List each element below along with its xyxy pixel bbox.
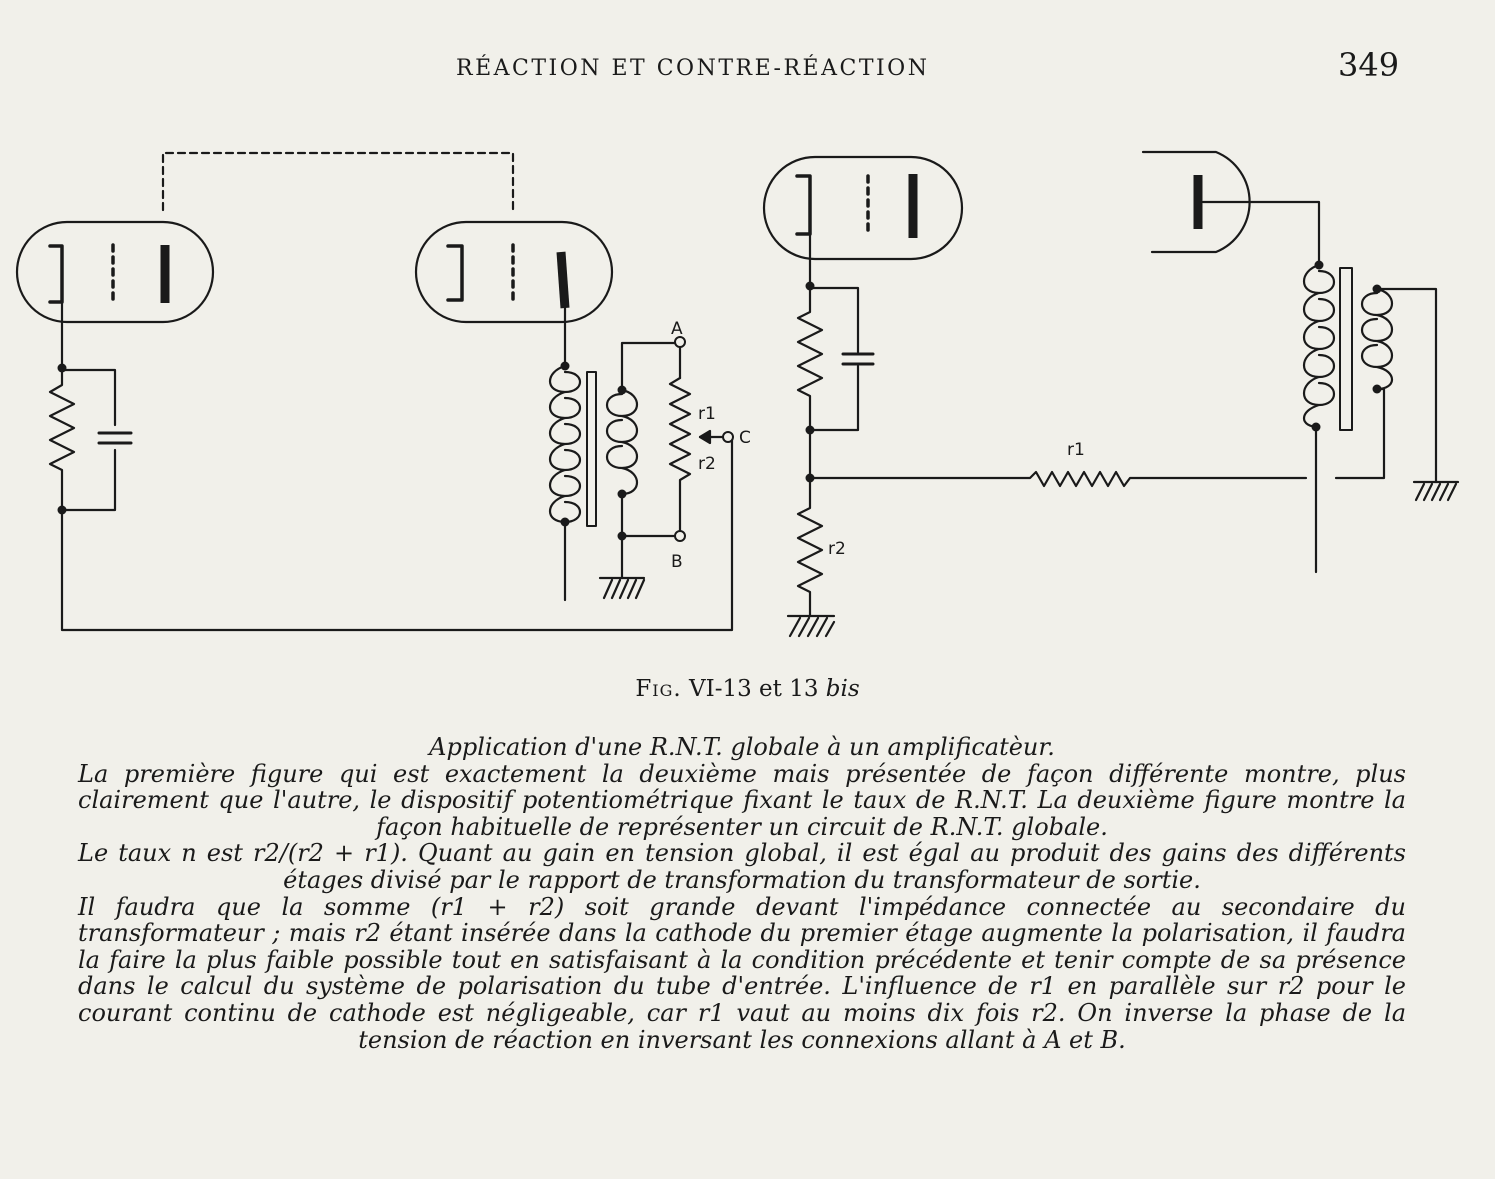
- cathode-resistor-2: [796, 284, 824, 480]
- tube-2-anode: [556, 251, 570, 309]
- figure-legend: Application d'une R.N.T. globale à un am…: [78, 734, 1406, 1053]
- circuit-diagram: A B C r1 r2 r1 r2: [15, 150, 1460, 638]
- tube-2-envelope: [414, 220, 614, 324]
- figure-caption: Fig. VI-13 et 13 bis: [0, 676, 1495, 702]
- terminal-a: [674, 336, 686, 348]
- terminal-b: [674, 530, 686, 542]
- tube-2-cathode: [446, 244, 464, 302]
- cathode-resistor-1: [48, 366, 76, 512]
- ground-right-1: [786, 614, 836, 638]
- label-r2-left: r2: [698, 454, 716, 474]
- dashed-coupling-line: [161, 151, 515, 214]
- figure-bis: bis: [825, 676, 860, 702]
- label-r1-left: r1: [698, 404, 716, 424]
- transformer-2-core: [1339, 267, 1353, 431]
- feedback-resistor-r2: [796, 476, 824, 618]
- legend-paragraph-1: La première figure qui est exactement la…: [78, 759, 1406, 841]
- label-r1-right: r1: [1067, 440, 1085, 460]
- tube-3-cathode: [795, 174, 812, 236]
- tube-3-envelope: [762, 155, 964, 261]
- transformer-2-primary: [1302, 263, 1336, 429]
- label-a: A: [671, 319, 683, 339]
- legend-paragraph-2: Le taux n est r2/(r2 + r1). Quant au gai…: [78, 839, 1406, 894]
- feedback-return-line: [60, 435, 734, 632]
- transformer-1-core: [586, 371, 597, 527]
- label-r2-right: r2: [828, 539, 846, 559]
- label-b: B: [671, 552, 683, 572]
- legend-paragraph-3: Il faudra que la somme (r1 + r2) soit gr…: [78, 892, 1406, 1054]
- tube-1-envelope: [15, 220, 215, 324]
- figure-number: VI-13 et 13: [689, 676, 819, 702]
- transformer-1-primary: [548, 364, 582, 524]
- terminal-c: [722, 431, 734, 443]
- tube-1-cathode: [48, 244, 64, 304]
- page-number: 349: [1338, 46, 1400, 84]
- legend-title: Application d'une R.N.T. globale à un am…: [429, 733, 1055, 761]
- figure-label: Fig.: [635, 676, 682, 702]
- transformer-2-secondary: [1360, 287, 1394, 391]
- potentiometer-r1-r2: [668, 376, 692, 534]
- transformer-1-secondary: [605, 388, 639, 496]
- ground-left: [598, 576, 646, 600]
- running-head: RÉACTION ET CONTRE-RÉACTION: [456, 56, 930, 81]
- feedback-resistor-r1: [808, 470, 1308, 488]
- ground-right-2: [1412, 480, 1460, 502]
- label-c: C: [739, 428, 751, 448]
